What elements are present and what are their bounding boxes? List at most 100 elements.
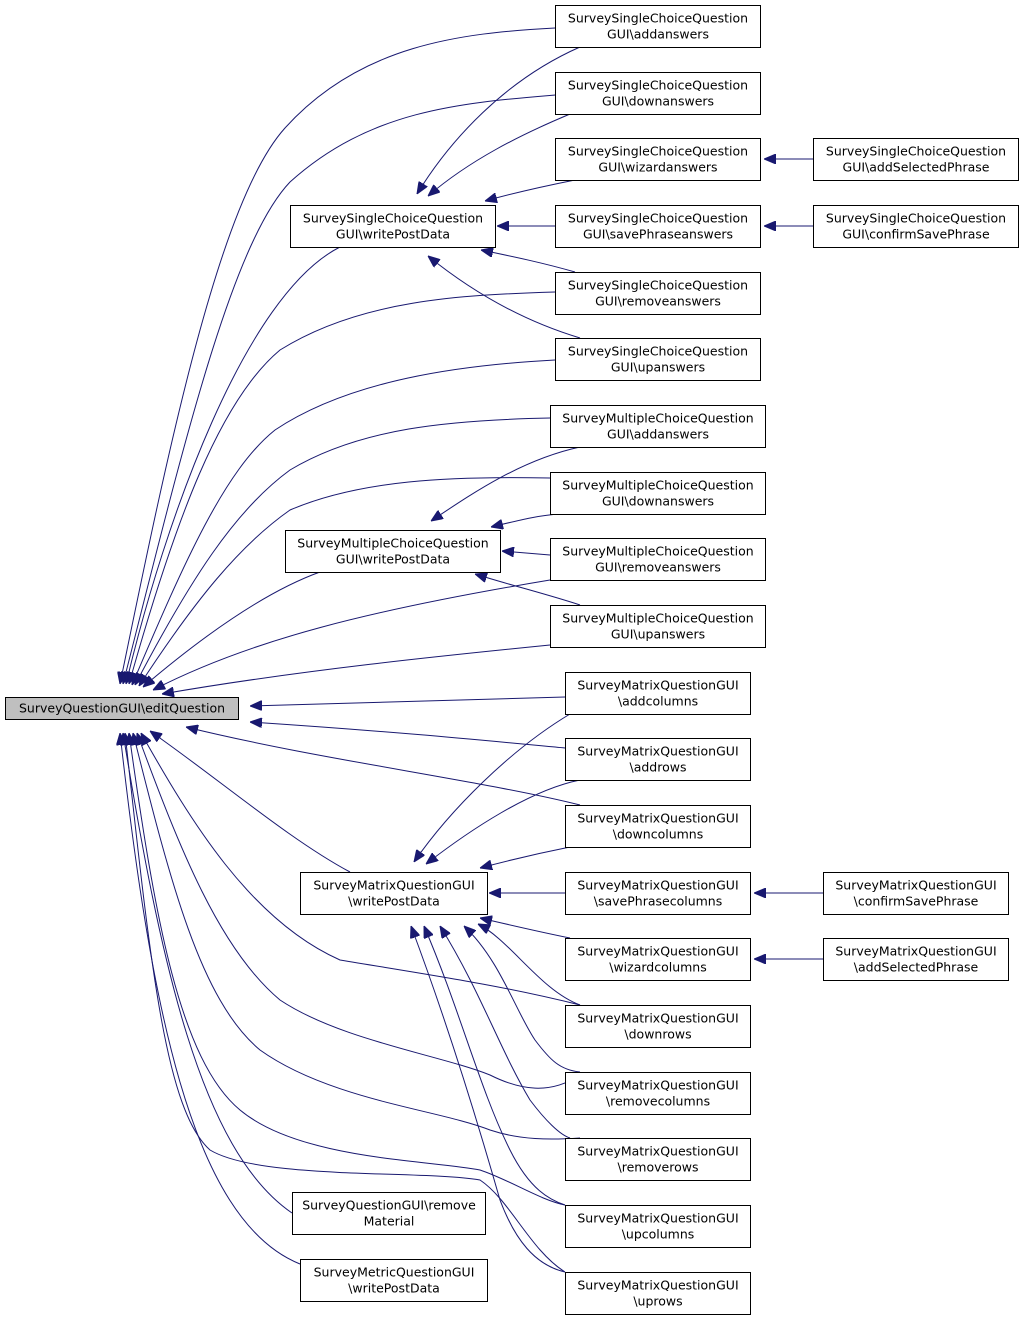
node-sc-wizard[interactable]: SurveySingleChoiceQuestionGUI\wizardansw… (555, 138, 761, 181)
node-sc-remove[interactable]: SurveySingleChoiceQuestionGUI\removeansw… (555, 272, 761, 315)
node-label-line: SurveyMatrixQuestionGUI (577, 678, 738, 693)
edge-line (123, 94, 556, 684)
edge-line (480, 918, 571, 939)
node-mc-remove[interactable]: SurveyMultipleChoiceQuestionGUI\removean… (550, 538, 766, 581)
node-box (823, 872, 1009, 915)
node-mc-up[interactable]: SurveyMultipleChoiceQuestionGUI\upanswer… (550, 605, 766, 648)
edge-mc_down-to-root (139, 477, 551, 686)
node-sc-save[interactable]: SurveySingleChoiceQuestionGUI\savePhrase… (555, 205, 761, 248)
node-sc-confirm[interactable]: SurveySingleChoiceQuestionGUI\confirmSav… (813, 205, 1019, 248)
node-label-line: \downcolumns (613, 827, 703, 842)
edge-mc_write-to-root (143, 571, 321, 687)
node-mc-add[interactable]: SurveyMultipleChoiceQuestionGUI\addanswe… (550, 405, 766, 448)
node-label-line: SurveySingleChoiceQuestion (568, 278, 748, 293)
edge-line (141, 733, 581, 1006)
node-mx-write[interactable]: SurveyMatrixQuestionGUI\writePostData (300, 872, 488, 915)
node-box (550, 538, 766, 581)
node-label-line: GUI\downanswers (602, 94, 714, 109)
node-mx-wizcol[interactable]: SurveyMatrixQuestionGUI\wizardcolumns (565, 938, 751, 981)
node-mx-addsel[interactable]: SurveyMatrixQuestionGUI\addSelectedPhras… (823, 938, 1009, 981)
node-label-line: SurveyMatrixQuestionGUI (577, 744, 738, 759)
node-label-line: SurveyMultipleChoiceQuestion (562, 411, 753, 426)
node-label-line: SurveyMultipleChoiceQuestion (562, 478, 753, 493)
edge-mx_wizcol-to-mx_write (480, 918, 571, 939)
edge-line (135, 417, 551, 685)
edge-mx_downrow-to-root (141, 733, 581, 1006)
node-mc-write[interactable]: SurveyMultipleChoiceQuestionGUI\writePos… (285, 530, 501, 573)
node-label-line: GUI\upanswers (611, 360, 705, 375)
edge-mc_add-to-mc_write (431, 446, 581, 521)
node-label-line: GUI\savePhraseanswers (583, 227, 733, 242)
edge-line (440, 926, 571, 1139)
node-box (555, 5, 761, 48)
node-metric-write[interactable]: SurveyMetricQuestionGUI\writePostData (300, 1259, 488, 1302)
node-mx-uprow[interactable]: SurveyMatrixQuestionGUI\uprows (565, 1272, 751, 1315)
node-label-line: GUI\downanswers (602, 494, 714, 509)
node-label-line: GUI\addanswers (607, 427, 709, 442)
node-box (565, 805, 751, 848)
node-sc-write[interactable]: SurveySingleChoiceQuestionGUI\writePostD… (290, 205, 496, 248)
edge-sc_add-to-sc_write (417, 46, 581, 194)
node-mx-remrow[interactable]: SurveyMatrixQuestionGUI\removerows (565, 1138, 751, 1181)
node-box (565, 872, 751, 915)
node-label-line: SurveyMatrixQuestionGUI (577, 878, 738, 893)
node-label-line: SurveyMatrixQuestionGUI (577, 1011, 738, 1026)
node-mx-addrow[interactable]: SurveyMatrixQuestionGUI\addrows (565, 738, 751, 781)
node-label-line: GUI\confirmSavePhrase (842, 227, 990, 242)
node-label-line: \removerows (618, 1160, 699, 1175)
node-box (565, 1272, 751, 1315)
node-mx-downcol[interactable]: SurveyMatrixQuestionGUI\downcolumns (565, 805, 751, 848)
edge-line (129, 291, 556, 684)
edge-mc_up-to-mc_write (475, 574, 581, 606)
node-label-line: SurveySingleChoiceQuestion (303, 211, 483, 226)
node-label-line: SurveySingleChoiceQuestion (826, 211, 1006, 226)
edge-line (411, 926, 566, 1273)
node-box (823, 938, 1009, 981)
node-label-line: \wizardcolumns (609, 960, 707, 975)
node-label-line: SurveyMatrixQuestionGUI (577, 811, 738, 826)
node-mx-upcol[interactable]: SurveyMatrixQuestionGUI\upcolumns (565, 1205, 751, 1248)
node-mx-confirm[interactable]: SurveyMatrixQuestionGUI\confirmSavePhras… (823, 872, 1009, 915)
node-label-line: \writePostData (348, 1281, 440, 1296)
edge-line (481, 250, 576, 273)
edge-line (126, 246, 341, 684)
edge-sc_up-to-sc_write (428, 256, 581, 339)
node-mx-downrow[interactable]: SurveyMatrixQuestionGUI\downrows (565, 1005, 751, 1048)
edge-mx_downcol-to-mx_write (480, 846, 571, 868)
edge-sc_remove-to-root (129, 291, 556, 684)
edge-line (250, 722, 566, 749)
node-label-line: SurveySingleChoiceQuestion (826, 144, 1006, 159)
node-sc-addsel[interactable]: SurveySingleChoiceQuestionGUI\addSelecte… (813, 138, 1019, 181)
node-root[interactable]: SurveyQuestionGUI\editQuestion (5, 697, 239, 720)
node-box (285, 530, 501, 573)
node-mc-down[interactable]: SurveyMultipleChoiceQuestionGUI\downansw… (550, 472, 766, 515)
node-box (565, 1072, 751, 1115)
node-mx-remcol[interactable]: SurveyMatrixQuestionGUI\removecolumns (565, 1072, 751, 1115)
node-sc-down[interactable]: SurveySingleChoiceQuestionGUI\downanswer… (555, 72, 761, 115)
node-mx-addcol[interactable]: SurveyMatrixQuestionGUI\addcolumns (565, 672, 751, 715)
edge-line (186, 727, 581, 806)
edge-mx_addrow-to-root (250, 722, 566, 749)
node-label-line: SurveySingleChoiceQuestion (568, 144, 748, 159)
edge-mx_addcol-to-mx_write (414, 713, 571, 862)
edge-mx_write-to-root (150, 731, 351, 873)
node-mx-savecol[interactable]: SurveyMatrixQuestionGUI\savePhrasecolumn… (565, 872, 751, 915)
edge-mx_downcol-to-root (186, 727, 581, 806)
node-label-line: SurveySingleChoiceQuestion (568, 11, 748, 26)
node-label-line: GUI\removeanswers (595, 294, 721, 309)
node-box (290, 205, 496, 248)
node-box (565, 1138, 751, 1181)
node-label-line: SurveySingleChoiceQuestion (568, 344, 748, 359)
edge-sc_write-to-root (126, 246, 341, 684)
node-label-line: SurveyMatrixQuestionGUI (577, 944, 738, 959)
edge-line (120, 733, 301, 1265)
node-label-line: Material (364, 1214, 415, 1229)
edge-line (153, 579, 551, 690)
node-box (555, 272, 761, 315)
node-box (813, 138, 1019, 181)
node-box (565, 938, 751, 981)
